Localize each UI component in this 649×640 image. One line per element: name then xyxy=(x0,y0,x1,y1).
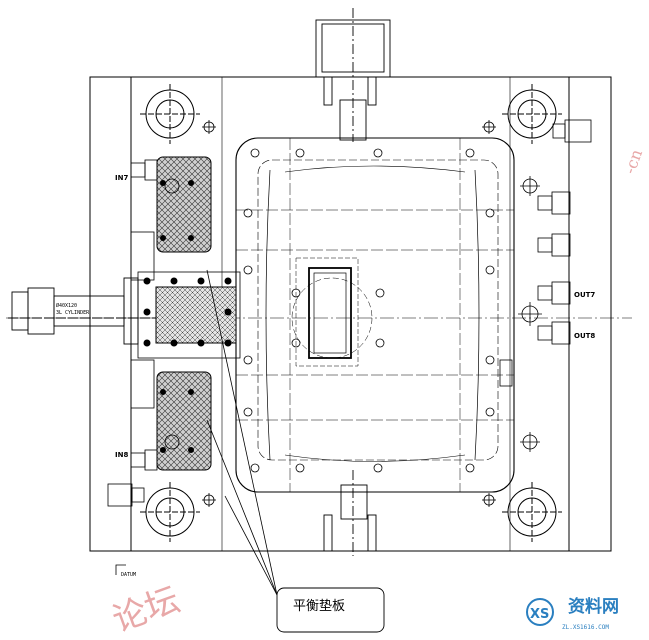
watermark-chars: 论坛 xyxy=(107,580,185,640)
left-cylinder xyxy=(8,277,158,345)
cavity xyxy=(235,137,515,493)
bolts xyxy=(143,180,232,453)
pressure-pads xyxy=(155,156,237,471)
guide-pillars xyxy=(140,84,562,542)
label-out8: OUT8 xyxy=(574,332,595,340)
slider-plate xyxy=(130,231,241,409)
left-fittings xyxy=(107,159,158,507)
watermark-side: -cn xyxy=(620,147,646,177)
logo-url: ZL.XS1616.COM xyxy=(562,624,609,631)
right-fittings xyxy=(499,119,592,387)
datum-marker: DATUM xyxy=(115,564,136,578)
label-cylinder-spec: Ø40X120 xyxy=(56,302,77,309)
callout-leaders xyxy=(206,269,278,596)
top-cylinder xyxy=(315,8,391,142)
label-in7: IN7 xyxy=(115,174,128,182)
center-insert xyxy=(291,257,373,367)
label-datum: DATUM xyxy=(121,572,136,578)
site-logo: XS 资料网 ZL.XS1616.COM xyxy=(526,596,619,631)
logo-mark: XS xyxy=(530,607,549,622)
label-out7: OUT7 xyxy=(574,291,595,299)
callout-text: 平衡垫板 xyxy=(293,598,345,614)
label-in8: IN8 xyxy=(115,451,128,459)
bottom-cylinder xyxy=(323,470,377,556)
logo-name: 资料网 xyxy=(568,596,619,617)
label-cylinder-type: 3L CYLINDER xyxy=(56,310,90,316)
screw-marks xyxy=(164,120,542,507)
callout-box: 平衡垫板 xyxy=(276,587,385,633)
